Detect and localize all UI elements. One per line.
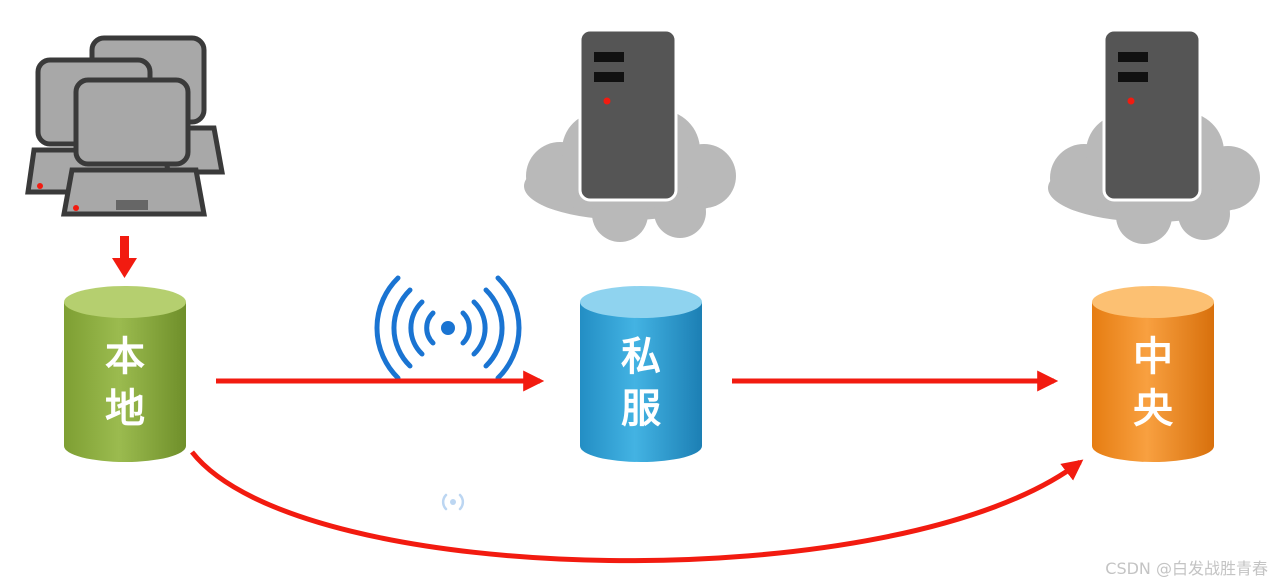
database-label: 地	[105, 386, 145, 432]
database-local: 本 地	[64, 286, 186, 462]
database-label: 中	[1133, 334, 1173, 380]
arrow-local-to-central-curve	[190, 450, 1084, 564]
watermark-text: CSDN @白发战胜青春	[1105, 559, 1268, 578]
laptop-group-icon	[25, 35, 225, 217]
wireless-signal-icon	[374, 275, 522, 381]
small-wireless-icon	[441, 493, 465, 511]
down-arrow-icon	[112, 236, 137, 278]
server-icon	[1102, 28, 1202, 202]
laptop-icon	[61, 77, 207, 217]
database-label: 私	[621, 334, 661, 380]
server-icon	[578, 28, 678, 202]
database-label: 服	[621, 386, 661, 432]
database-label: 央	[1133, 386, 1174, 432]
database-central: 中 央	[1092, 286, 1214, 462]
database-private: 私 服	[580, 286, 702, 462]
database-label: 本	[105, 334, 145, 380]
